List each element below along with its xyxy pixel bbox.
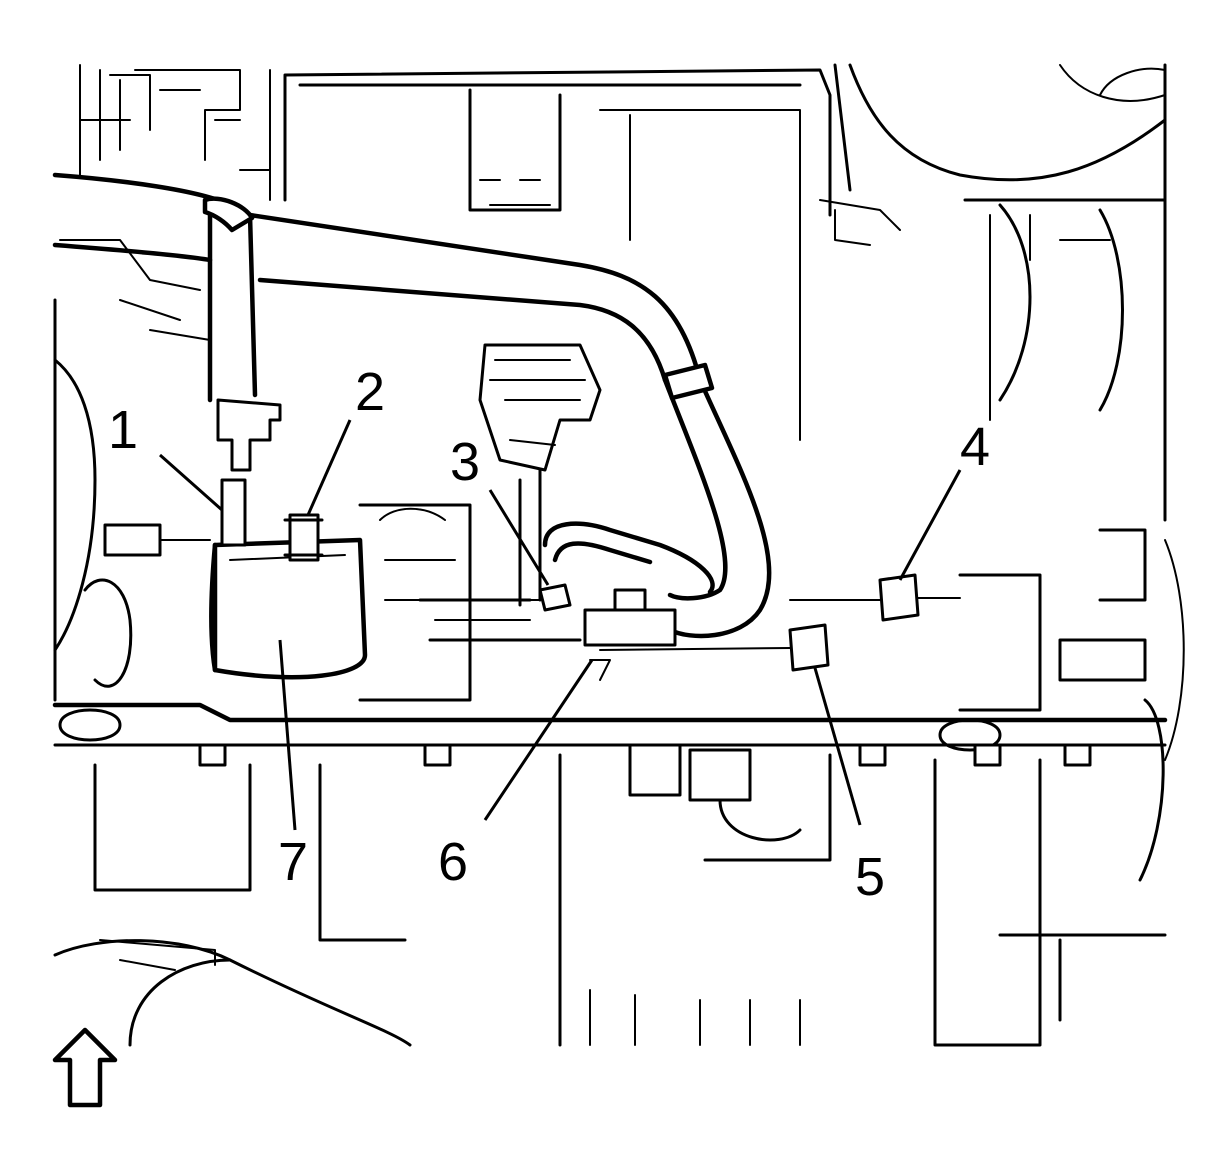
leader-lines bbox=[159, 419, 962, 831]
callout-3: 3 bbox=[450, 432, 480, 492]
callout-1: 1 bbox=[108, 400, 138, 460]
callout-5: 5 bbox=[855, 847, 885, 907]
item-2-clamp bbox=[283, 513, 324, 562]
item-4-seal bbox=[789, 573, 961, 622]
item-3-bracket bbox=[429, 583, 572, 612]
frame-bolts bbox=[198, 743, 1092, 767]
leader-7 bbox=[278, 639, 297, 831]
item-1-fitting bbox=[216, 398, 282, 547]
center-components bbox=[358, 343, 602, 702]
up-arrow-icon bbox=[52, 1027, 118, 1108]
leader-2 bbox=[306, 419, 352, 516]
item-7-canister bbox=[209, 537, 368, 680]
callout-4: 4 bbox=[960, 417, 990, 477]
item-5-seal bbox=[599, 623, 830, 672]
callout-2: 2 bbox=[355, 362, 385, 422]
leader-6 bbox=[483, 659, 594, 821]
leader-1 bbox=[159, 453, 223, 512]
item-6-coupler bbox=[583, 588, 677, 681]
leader-3 bbox=[488, 489, 550, 586]
callout-labels: 1 2 3 4 5 6 7 bbox=[108, 362, 990, 907]
leader-5 bbox=[813, 667, 862, 826]
callout-7: 7 bbox=[278, 832, 308, 892]
leader-4 bbox=[898, 469, 962, 581]
engine-structure bbox=[52, 63, 1185, 1047]
upper-coolant-hose bbox=[52, 172, 772, 639]
callout-6: 6 bbox=[438, 832, 468, 892]
lower-connectors bbox=[628, 743, 802, 842]
